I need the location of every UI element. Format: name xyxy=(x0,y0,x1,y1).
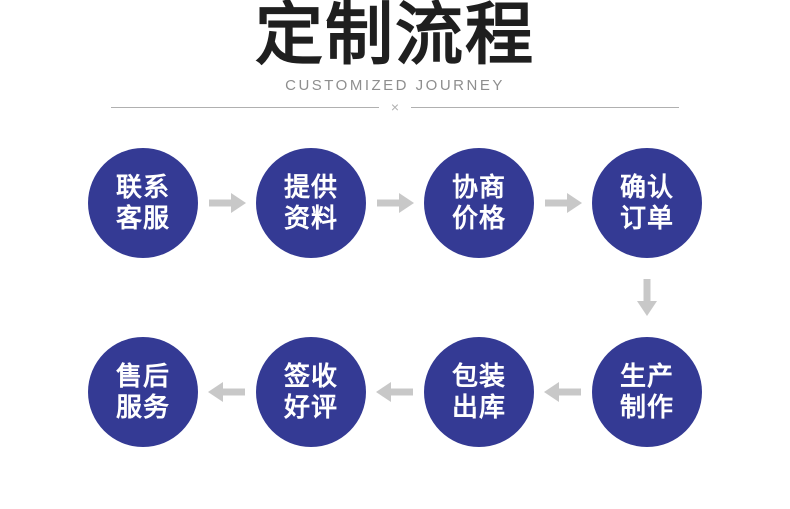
step-circle-sign-review: 签收 好评 xyxy=(256,337,366,447)
arrow-left-icon xyxy=(543,381,583,403)
step-circle-production: 生产 制作 xyxy=(592,337,702,447)
step-label-line: 包装 xyxy=(451,361,506,391)
step-circle-confirm-order: 确认 订单 xyxy=(592,148,702,258)
step-label-line: 服务 xyxy=(115,392,170,422)
step-label-line: 生产 xyxy=(619,361,674,391)
step-label-line: 好评 xyxy=(283,392,338,422)
step-circle-packing-shipment: 包装 出库 xyxy=(424,337,534,447)
title-divider: × xyxy=(111,100,679,114)
step-circle-contact-service: 联系 客服 xyxy=(88,148,198,258)
arrow-left-icon xyxy=(375,381,415,403)
step-label-line: 客服 xyxy=(115,203,170,233)
arrow-right-icon xyxy=(375,192,415,214)
step-circle-provide-materials: 提供 资料 xyxy=(256,148,366,258)
arrow-right-icon xyxy=(207,192,247,214)
step-label-line: 制作 xyxy=(619,392,674,422)
arrow-left-icon xyxy=(207,381,247,403)
divider-line-left xyxy=(111,106,379,108)
step-label-line: 订单 xyxy=(619,203,674,233)
step-label-line: 联系 xyxy=(115,172,170,202)
page-title: 定制流程 xyxy=(254,0,535,73)
arrow-right-icon xyxy=(543,192,583,214)
page-subtitle: CUSTOMIZED JOURNEY xyxy=(285,77,505,94)
divider-line-right xyxy=(411,106,679,108)
step-label-line: 提供 xyxy=(283,172,338,202)
step-label-line: 协商 xyxy=(451,172,506,202)
step-circle-negotiate-price: 协商 价格 xyxy=(424,148,534,258)
arrow-down-icon xyxy=(636,277,658,317)
divider-x-icon: × xyxy=(390,99,400,115)
step-label-line: 资料 xyxy=(283,203,338,233)
step-label-line: 价格 xyxy=(451,203,506,233)
step-circle-after-sales: 售后 服务 xyxy=(88,337,198,447)
step-label-line: 确认 xyxy=(619,172,674,202)
step-label-line: 售后 xyxy=(115,361,170,391)
step-label-line: 签收 xyxy=(283,361,338,391)
step-label-line: 出库 xyxy=(451,392,506,422)
